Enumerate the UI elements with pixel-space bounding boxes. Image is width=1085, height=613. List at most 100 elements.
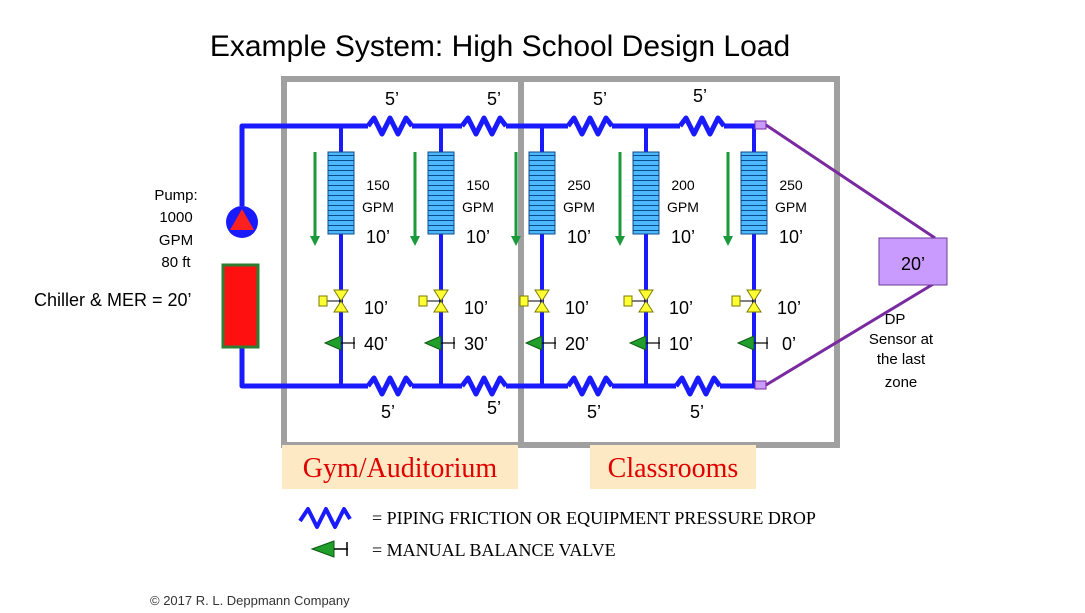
dp-sensor-setpoint: 20’	[901, 254, 925, 274]
dp-sensor-line-return	[765, 281, 936, 387]
flow-arrow-head	[511, 236, 521, 246]
coil-icon	[528, 151, 556, 235]
control-valve-lower	[333, 300, 349, 313]
coil-icon	[740, 151, 768, 235]
control-valve-icon	[746, 289, 762, 302]
supply-seg-label-4: 5’	[693, 86, 707, 106]
coil-branches: 150GPM10’10’40’150GPM10’10’30’250GPM10’1…	[310, 126, 807, 386]
control-valve-pressure-drop: 10’	[364, 298, 388, 318]
control-valve-lower	[746, 300, 762, 313]
coil-icon	[632, 151, 660, 235]
dp-sensor-label-line2: Sensor at	[869, 331, 934, 348]
pump-label-line1: Pump:	[154, 187, 197, 204]
coil-pressure-drop: 10’	[779, 227, 803, 247]
dp-sensor-label-line4: zone	[885, 374, 918, 391]
balance-valve-icon	[323, 335, 342, 351]
supply-seg-label-2: 5’	[487, 89, 501, 109]
balance-valve-icon	[423, 335, 442, 351]
actuator-icon	[519, 295, 529, 307]
zone-label-bg-classrooms	[590, 445, 756, 489]
dp-tap-return	[754, 380, 767, 390]
dp-tap-supply	[754, 120, 767, 130]
control-valve-icon	[433, 289, 449, 302]
actuator-icon	[418, 295, 428, 307]
coil-flow-unit: GPM	[563, 199, 595, 215]
coil-flow-value: 150	[366, 177, 390, 193]
control-valve-icon	[638, 289, 654, 302]
control-valve-pressure-drop: 10’	[669, 298, 693, 318]
zone-label-classrooms: Classrooms	[608, 453, 739, 484]
coil-flow-value: 250	[779, 177, 803, 193]
balance-valve-icon	[628, 335, 647, 351]
chiller	[221, 263, 260, 349]
return-friction-1	[366, 375, 414, 397]
supply-friction-2	[460, 115, 508, 137]
coil-icon	[327, 151, 355, 235]
control-valve-pressure-drop: 10’	[464, 298, 488, 318]
control-valve-lower	[534, 300, 550, 313]
legend-friction-text: = PIPING FRICTION OR EQUIPMENT PRESSURE …	[372, 508, 816, 528]
coil-flow-value: 250	[567, 177, 591, 193]
chiller-label: Chiller & MER = 20’	[34, 290, 192, 310]
pump	[226, 206, 258, 238]
zone-label-gym: Gym/Auditorium	[303, 453, 498, 484]
coil-icon	[427, 151, 455, 235]
zone-label-bg-gym	[282, 445, 518, 489]
balance-valve-pressure-drop: 10’	[669, 334, 693, 354]
actuator-icon	[318, 295, 328, 307]
return-seg-label-2: 5’	[487, 398, 501, 418]
coil-pressure-drop: 10’	[567, 227, 591, 247]
legend-balance-valve-text: = MANUAL BALANCE VALVE	[372, 540, 616, 560]
balance-valve-pressure-drop: 20’	[565, 334, 589, 354]
legend-balance-valve-icon	[310, 540, 348, 558]
page-title: Example System: High School Design Load	[210, 30, 790, 63]
copyright: © 2017 R. L. Deppmann Company	[150, 593, 350, 608]
dp-sensor-label-line3: the last	[877, 351, 926, 368]
dp-sensor-line-supply	[765, 123, 936, 240]
actuator-icon	[623, 295, 633, 307]
coil-pressure-drop: 10’	[366, 227, 390, 247]
return-seg-label-3: 5’	[587, 402, 601, 422]
coil-flow-unit: GPM	[462, 199, 494, 215]
control-valve-icon	[333, 289, 349, 302]
pump-label-line4: 80 ft	[161, 254, 191, 271]
return-seg-label-4: 5’	[690, 402, 704, 422]
dp-sensor-label-line1: DP	[885, 311, 906, 328]
balance-valve-icon	[524, 335, 543, 351]
coil-flow-unit: GPM	[667, 199, 699, 215]
supply-seg-label-1: 5’	[385, 89, 399, 109]
actuator-icon	[731, 295, 741, 307]
return-friction-4	[674, 375, 722, 397]
return-seg-label-1: 5’	[381, 402, 395, 422]
dp-sensor-box	[878, 237, 948, 286]
supply-friction-4	[678, 115, 726, 137]
coil-flow-unit: GPM	[362, 199, 394, 215]
control-valve-pressure-drop: 10’	[565, 298, 589, 318]
coil-flow-value: 150	[466, 177, 490, 193]
supply-friction-3	[566, 115, 614, 137]
control-valve-lower	[638, 300, 654, 313]
pump-label-line3: GPM	[159, 232, 193, 249]
control-valve-pressure-drop: 10’	[777, 298, 801, 318]
balance-valve-pressure-drop: 40’	[364, 334, 388, 354]
balance-valve-icon	[736, 335, 755, 351]
balance-valve-pressure-drop: 30’	[464, 334, 488, 354]
legend-friction-icon	[298, 507, 352, 529]
supply-friction-1	[366, 115, 414, 137]
flow-arrow-head	[410, 236, 420, 246]
zone-box-classrooms	[518, 76, 840, 448]
return-friction-3	[566, 375, 614, 397]
return-friction-2	[460, 375, 508, 397]
control-valve-icon	[534, 289, 550, 302]
control-valve-lower	[433, 300, 449, 313]
flow-arrow-head	[615, 236, 625, 246]
coil-flow-value: 200	[671, 177, 695, 193]
coil-flow-unit: GPM	[775, 199, 807, 215]
return-header	[239, 345, 758, 397]
